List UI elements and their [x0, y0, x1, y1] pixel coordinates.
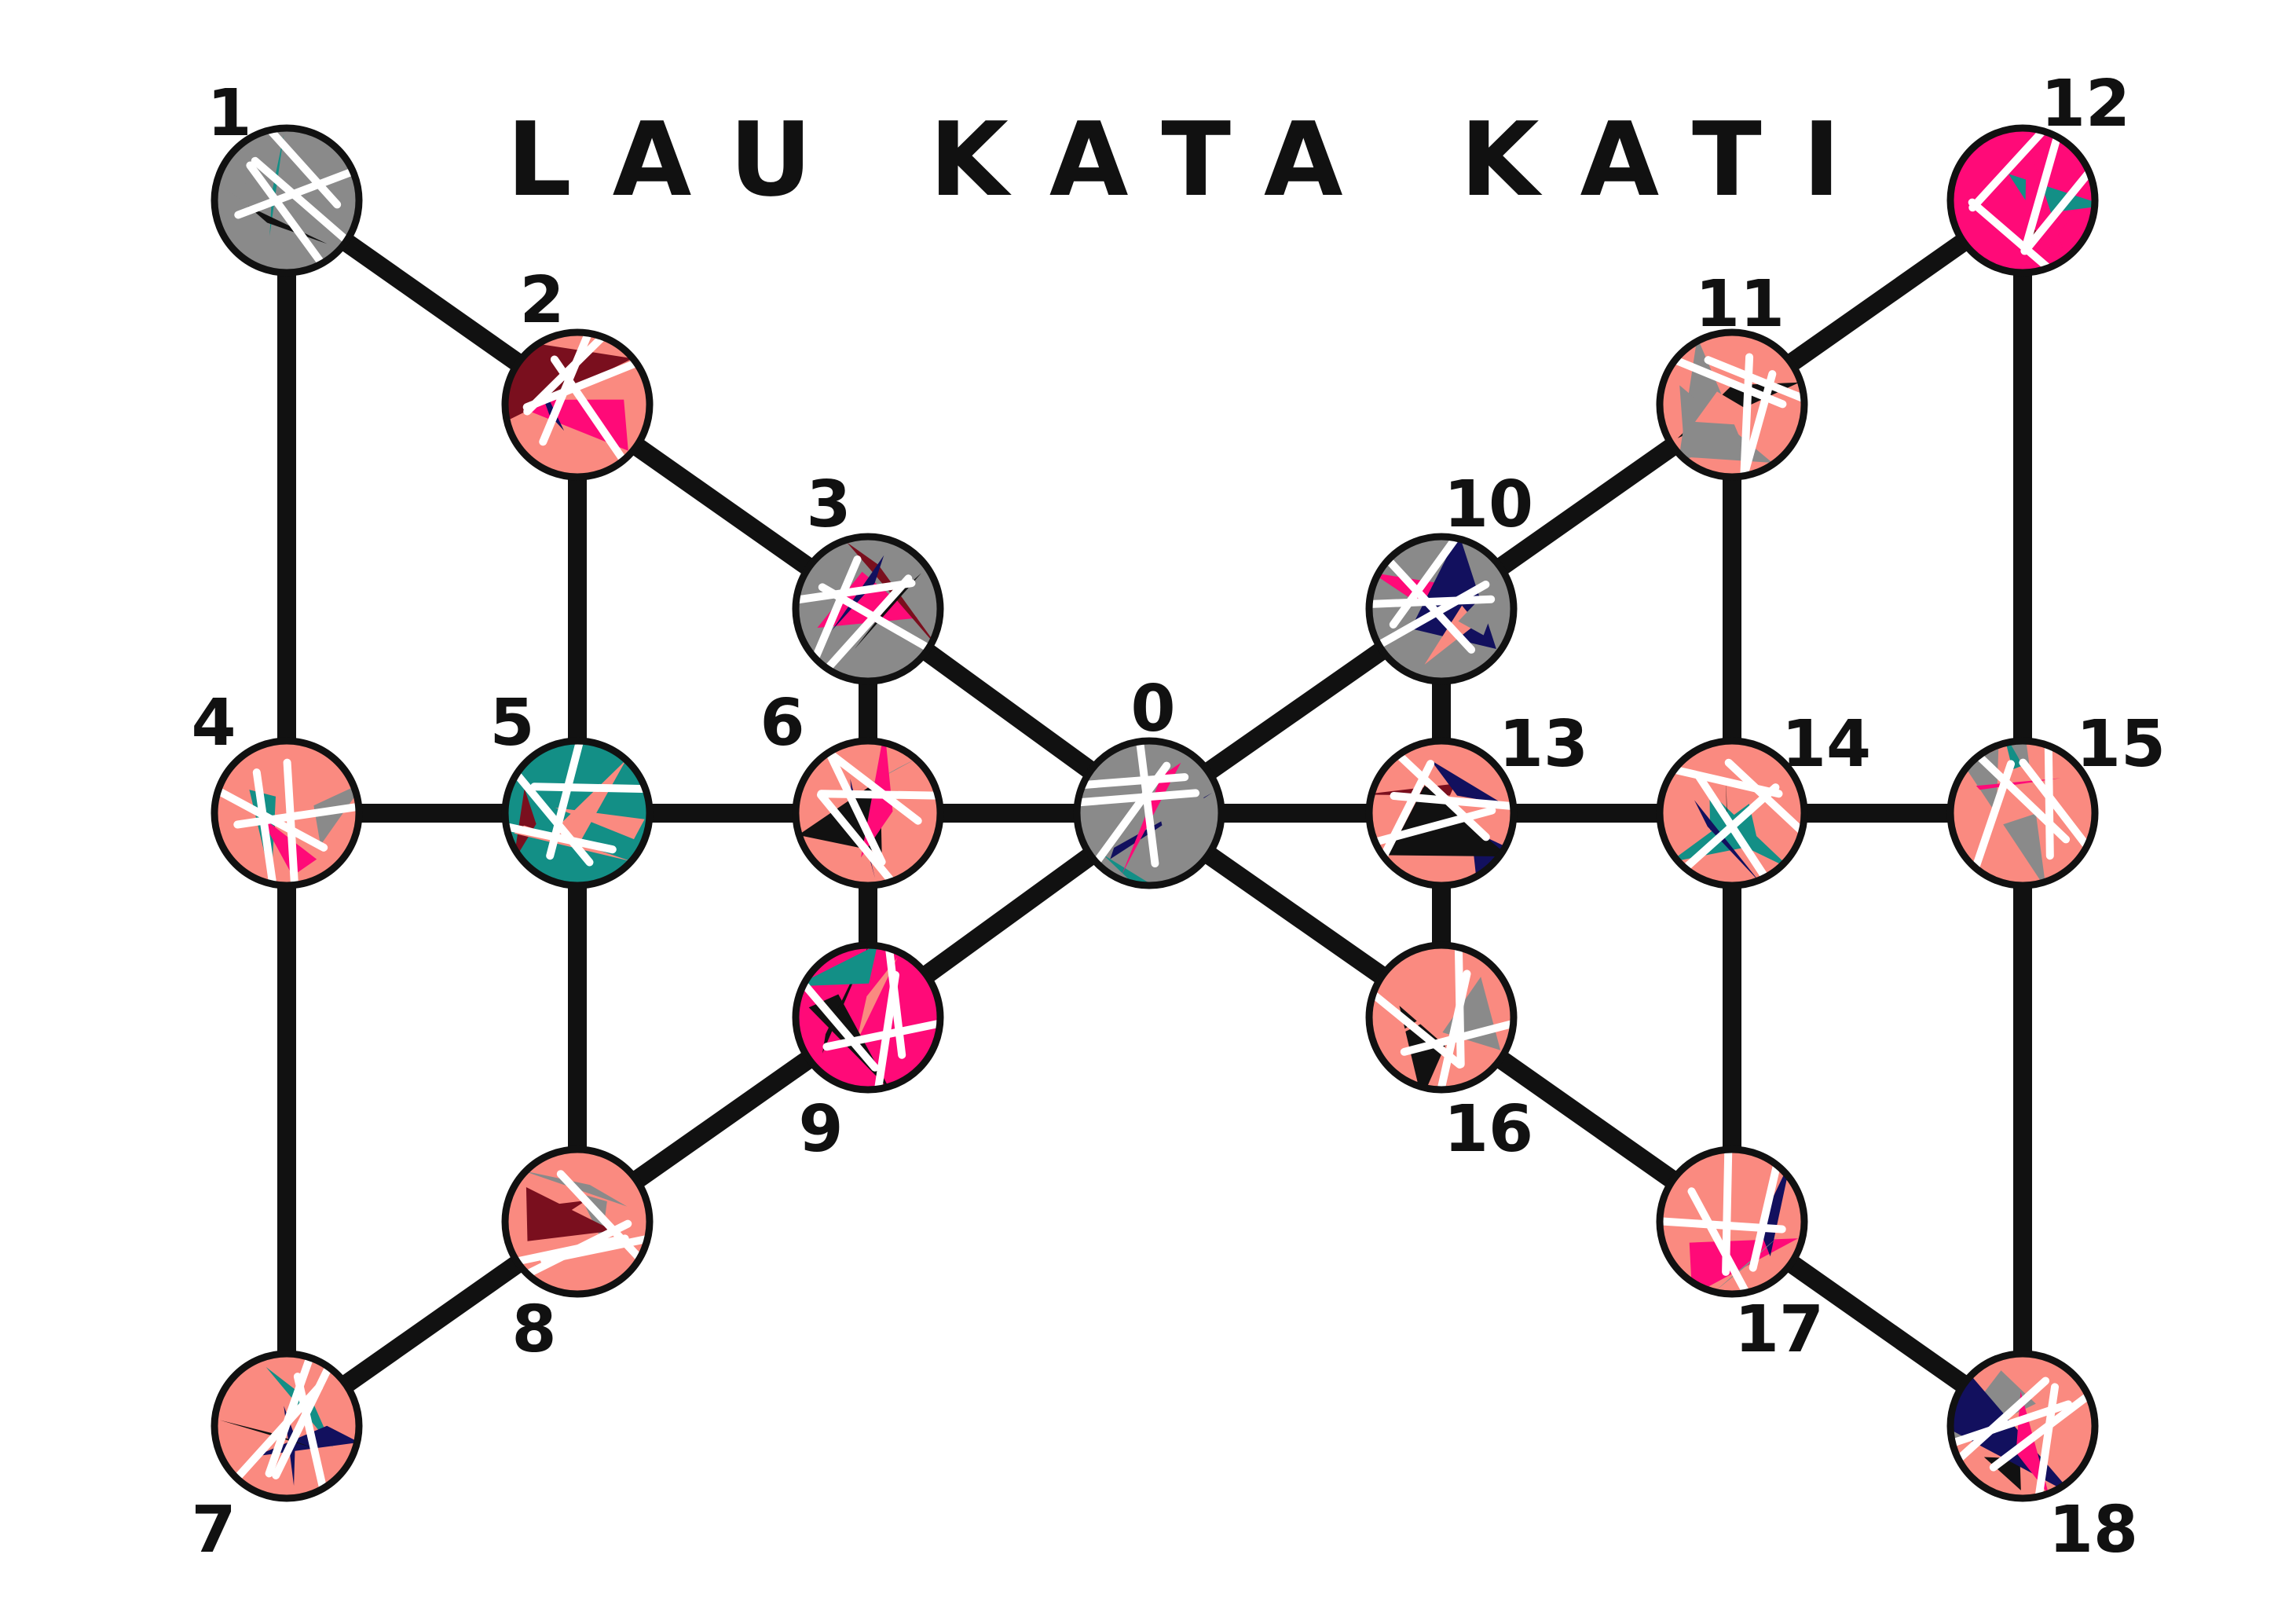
- point-label-1: 1: [207, 76, 251, 151]
- point-mosaic: [797, 947, 939, 1088]
- point-2[interactable]: [500, 328, 654, 481]
- point-18[interactable]: [1939, 1350, 2099, 1502]
- point-ring: [792, 533, 944, 685]
- point-label-9: 9: [798, 1092, 843, 1167]
- point-label-4: 4: [191, 686, 236, 761]
- point-ring: [1365, 737, 1518, 889]
- point-label-17: 17: [1734, 1292, 1824, 1367]
- point-label-6: 6: [760, 686, 804, 761]
- point-ring: [1365, 533, 1518, 685]
- point-mosaic: [507, 742, 648, 884]
- point-ring: [1656, 328, 1808, 481]
- point-ring: [1073, 737, 1225, 889]
- point-ring: [211, 1350, 363, 1502]
- point-3[interactable]: [792, 533, 944, 685]
- board-points: [211, 124, 2106, 1502]
- point-label-3: 3: [806, 467, 851, 542]
- point-ring: [211, 737, 363, 889]
- point-1[interactable]: [211, 124, 363, 277]
- point-5[interactable]: [501, 737, 654, 889]
- point-mosaic: [1371, 742, 1512, 884]
- game-title: LAU KATA KATI: [507, 100, 1881, 219]
- point-0[interactable]: [1073, 737, 1229, 897]
- point-label-7: 7: [191, 1493, 236, 1567]
- point-mosaic: [1952, 742, 2093, 884]
- point-label-11: 11: [1695, 267, 1785, 342]
- point-label-2: 2: [519, 263, 564, 338]
- point-ring: [1946, 1350, 2099, 1502]
- point-label-13: 13: [1499, 707, 1588, 782]
- point-17[interactable]: [1656, 1146, 1808, 1298]
- point-label-12: 12: [2041, 67, 2130, 141]
- point-mosaic: [1661, 1151, 1803, 1292]
- point-mosaic: [507, 334, 648, 475]
- point-8[interactable]: [501, 1146, 654, 1298]
- point-14[interactable]: [1656, 737, 1808, 889]
- point-11[interactable]: [1656, 328, 1808, 481]
- point-mosaic: [797, 742, 939, 884]
- point-ring: [1946, 737, 2099, 889]
- point-ring: [1946, 124, 2099, 277]
- point-9[interactable]: [792, 939, 944, 1094]
- point-ring: [1656, 1146, 1808, 1298]
- point-mosaic: [507, 1151, 648, 1292]
- point-ring: [792, 941, 944, 1094]
- point-ring: [501, 328, 654, 481]
- point-mosaic: [216, 742, 357, 884]
- point-label-0: 0: [1130, 672, 1175, 746]
- point-7[interactable]: [211, 1350, 363, 1502]
- point-label-14: 14: [1782, 707, 1871, 782]
- point-mosaic: [1078, 742, 1220, 884]
- point-label-15: 15: [2076, 707, 2166, 782]
- point-16[interactable]: [1365, 941, 1518, 1099]
- point-ring: [501, 1146, 654, 1298]
- point-13[interactable]: [1363, 737, 1518, 889]
- point-ring: [792, 737, 944, 889]
- point-mosaic: [797, 538, 939, 680]
- point-label-10: 10: [1444, 467, 1533, 542]
- point-12[interactable]: [1946, 124, 2106, 284]
- point-mosaic: [1952, 1355, 2093, 1497]
- point-mosaic: [1661, 742, 1803, 884]
- point-ring: [1365, 941, 1518, 1094]
- point-label-18: 18: [2049, 1493, 2138, 1567]
- point-6[interactable]: [792, 728, 944, 889]
- point-ring: [1656, 737, 1808, 889]
- point-ring: [501, 737, 654, 889]
- point-mosaic: [216, 130, 357, 271]
- point-label-8: 8: [511, 1292, 556, 1367]
- point-ring: [211, 124, 363, 277]
- point-label-16: 16: [1444, 1092, 1533, 1167]
- point-mosaic: [1371, 538, 1512, 680]
- point-4[interactable]: [211, 737, 365, 889]
- point-label-5: 5: [489, 686, 534, 761]
- point-mosaic: [216, 1355, 357, 1497]
- point-mosaic: [1371, 947, 1512, 1088]
- point-10[interactable]: [1365, 533, 1518, 685]
- point-15[interactable]: [1946, 731, 2099, 889]
- point-mosaic: [1661, 334, 1803, 475]
- point-mosaic: [1952, 130, 2093, 271]
